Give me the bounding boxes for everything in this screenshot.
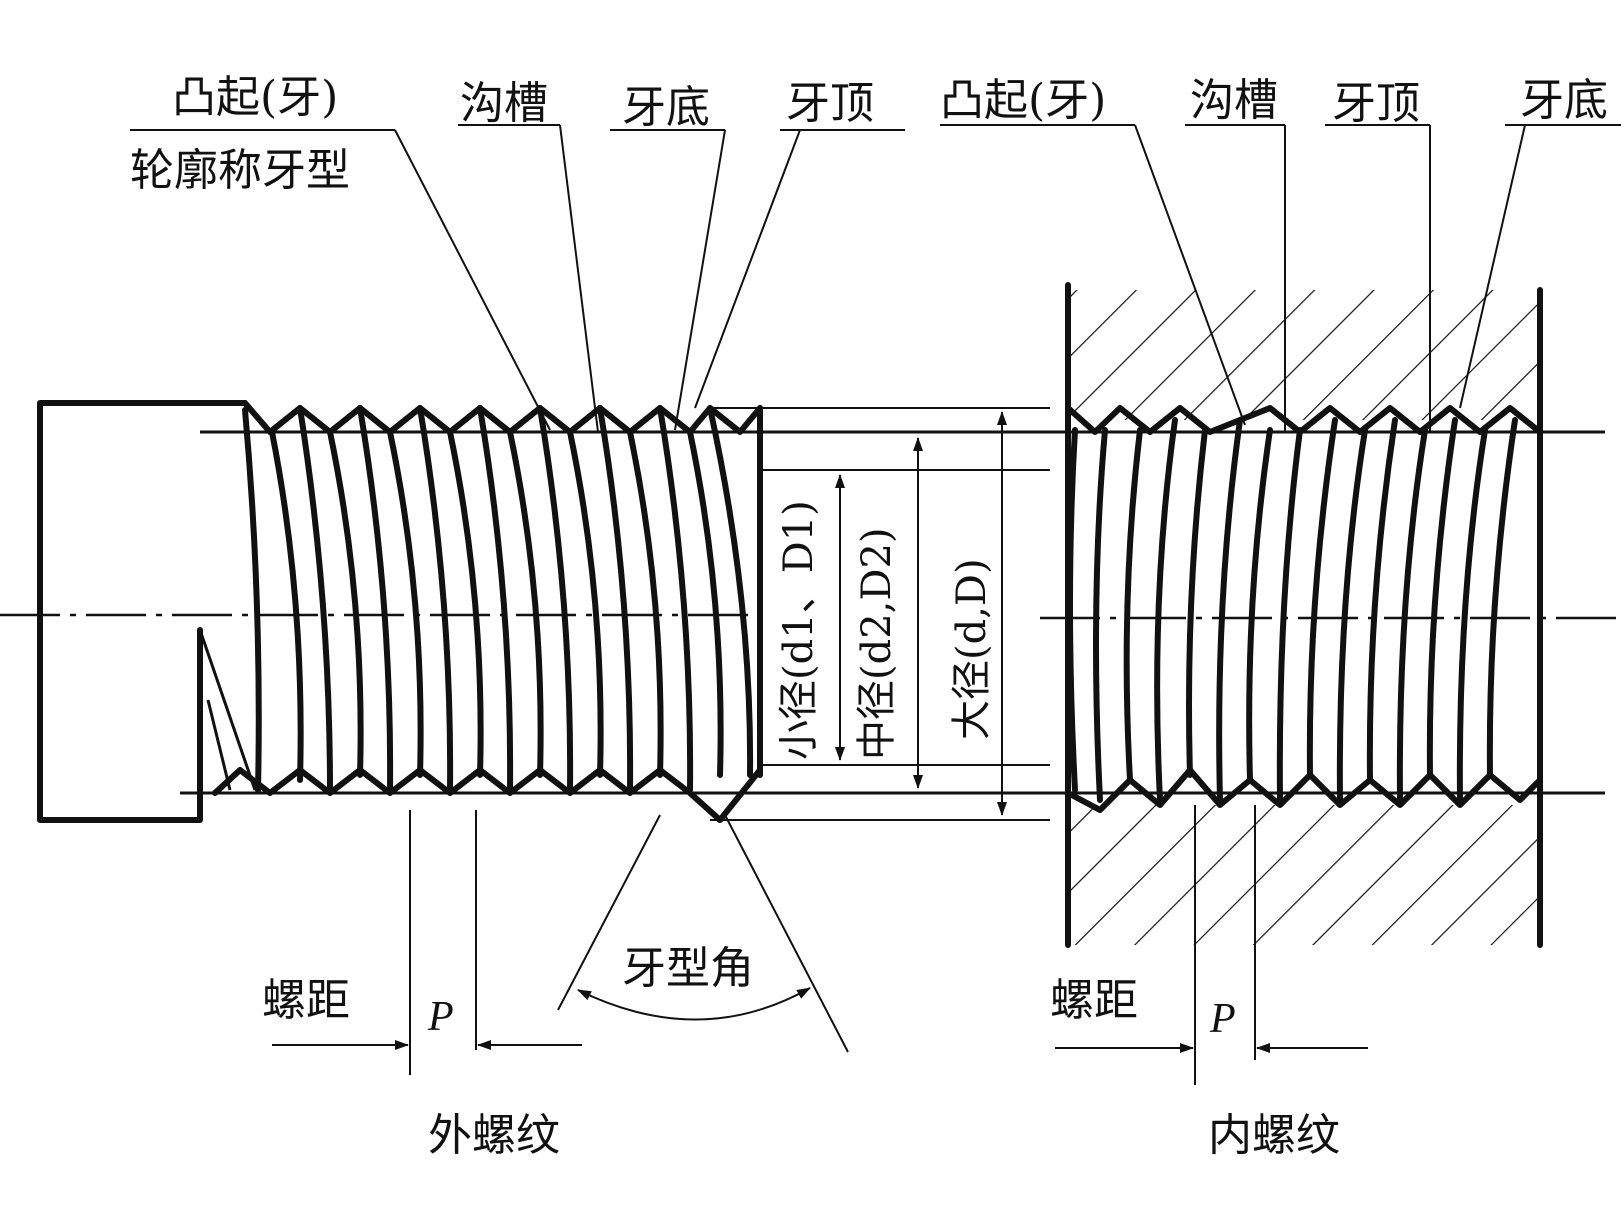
- center-lines: [0, 407, 1621, 821]
- external-thread-caption: 外螺纹: [428, 1110, 560, 1161]
- text-labels: 凸起(牙) 轮廓称牙型 沟槽 牙底 牙顶 凸起(牙) 沟槽 牙顶 牙底 牙型角 …: [130, 72, 1608, 1161]
- nut-hatch-top: [1068, 290, 1538, 420]
- external-pitch-symbol: P: [427, 994, 454, 1040]
- external-thread: [212, 400, 763, 823]
- internal-top-label: 牙顶: [1332, 78, 1420, 129]
- thread-angle-label: 牙型角: [622, 943, 754, 994]
- internal-pitch-symbol: P: [1209, 996, 1236, 1042]
- internal-root-label: 牙底: [1520, 75, 1608, 126]
- nut-hatch-bottom: [1068, 805, 1538, 945]
- internal-thread-flanks: [1067, 417, 1518, 803]
- internal-pitch-text: 螺距: [1050, 975, 1138, 1026]
- pitch-dimensions: [272, 805, 1368, 1085]
- external-thread-flanks: [242, 405, 763, 793]
- external-crest-label: 凸起(牙): [172, 72, 338, 123]
- internal-thread-caption: 内螺纹: [1208, 1110, 1340, 1161]
- external-thread-top-profile: [242, 400, 763, 435]
- internal-groove-label: 沟槽: [1190, 75, 1278, 126]
- pitch-diameter-label: 中径(d2,D2): [854, 528, 900, 761]
- leader-lines: [130, 124, 1621, 433]
- internal-thread-bottom-profile: [1065, 767, 1543, 813]
- external-profile-label: 轮廓称牙型: [130, 145, 350, 196]
- major-diameter-label: 大径(d,D): [949, 558, 995, 740]
- external-thread-bottom-profile: [212, 767, 763, 823]
- external-top-label: 牙顶: [786, 78, 874, 129]
- external-pitch-text: 螺距: [262, 975, 350, 1026]
- external-root-label: 牙底: [622, 82, 710, 133]
- internal-crest-label: 凸起(牙): [940, 75, 1106, 126]
- diameter-dimensions: 小径(d1、D1) 中径(d2,D2) 大径(d,D): [776, 411, 1007, 816]
- external-groove-label: 沟槽: [460, 78, 548, 129]
- minor-diameter-label: 小径(d1、D1): [776, 500, 822, 760]
- internal-thread: [1065, 282, 1543, 948]
- bolt-head: [37, 400, 257, 823]
